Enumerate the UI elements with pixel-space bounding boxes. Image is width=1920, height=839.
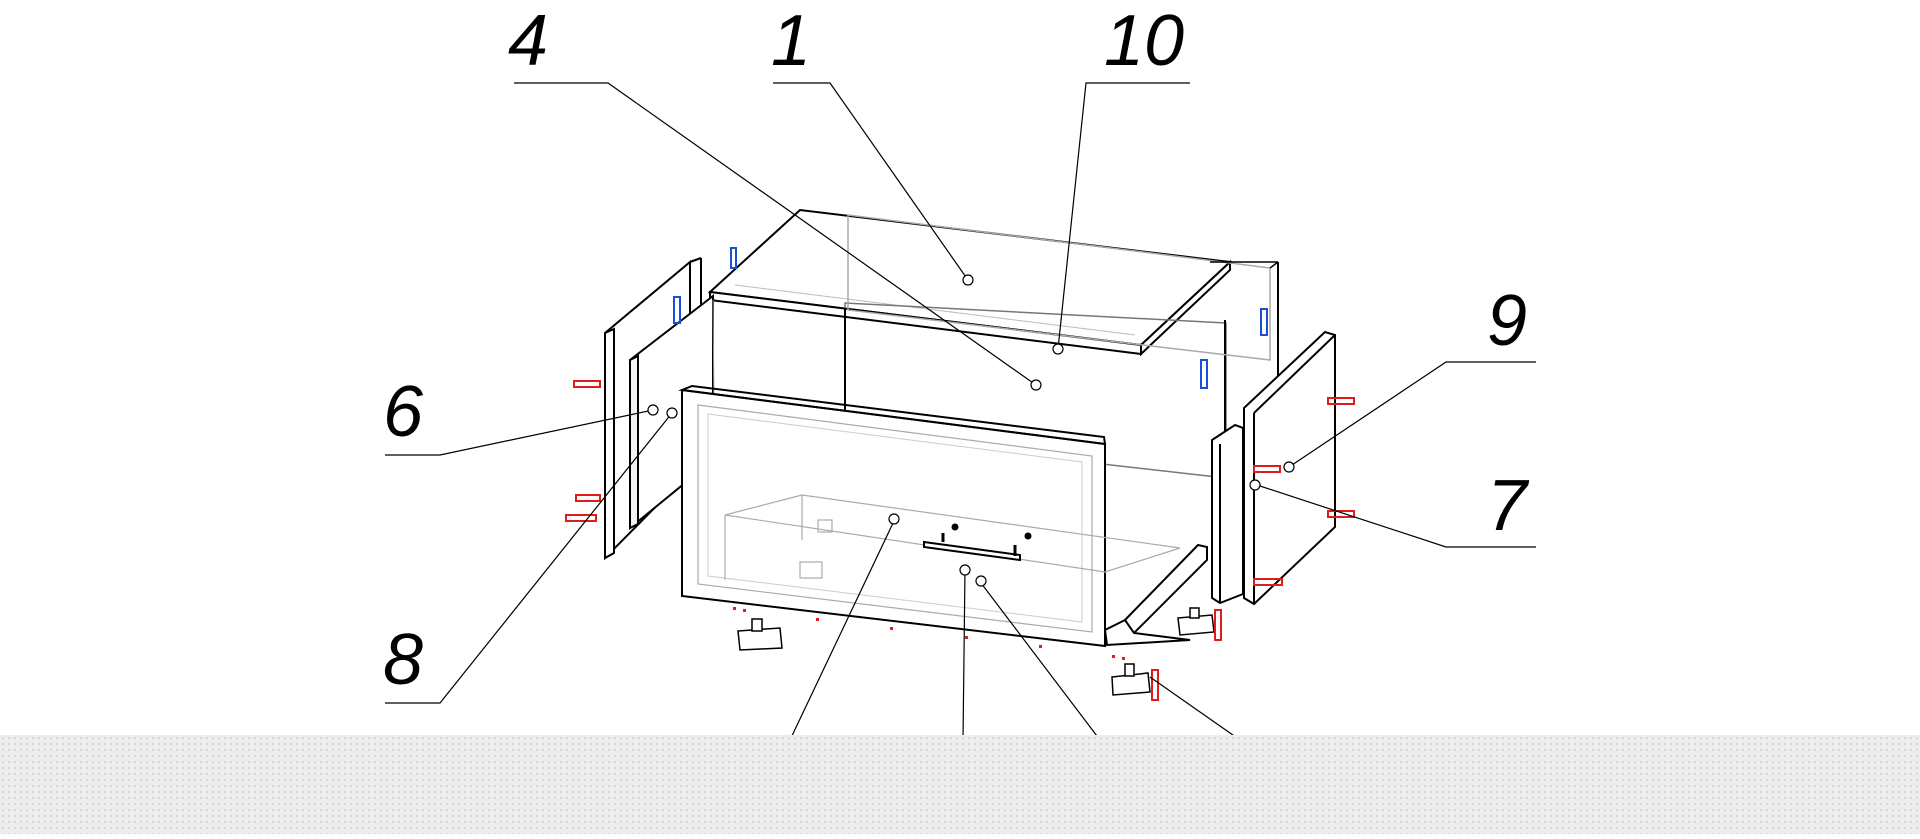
leader-lines xyxy=(385,82,1536,741)
callout-9: 9 xyxy=(1487,281,1527,361)
callout-10: 10 xyxy=(1104,1,1184,81)
drawer-rail xyxy=(1103,543,1208,647)
drawer-handle-icon xyxy=(923,523,1032,562)
callout-labels: 4 1 10 9 6 7 8 xyxy=(383,1,1530,700)
callout-7: 7 xyxy=(1487,466,1530,546)
blue-fastener-icon xyxy=(673,247,1268,389)
right-inner-panel xyxy=(1211,423,1244,605)
callout-4: 4 xyxy=(508,1,548,81)
dowel-pin-icon xyxy=(733,607,1125,660)
callout-6: 6 xyxy=(383,372,424,452)
callout-8: 8 xyxy=(383,620,423,700)
adjustable-foot-icon xyxy=(737,607,1215,696)
bottom-gray-band xyxy=(0,735,1920,834)
leader-endpoints xyxy=(647,274,1295,587)
callout-1: 1 xyxy=(771,1,811,81)
